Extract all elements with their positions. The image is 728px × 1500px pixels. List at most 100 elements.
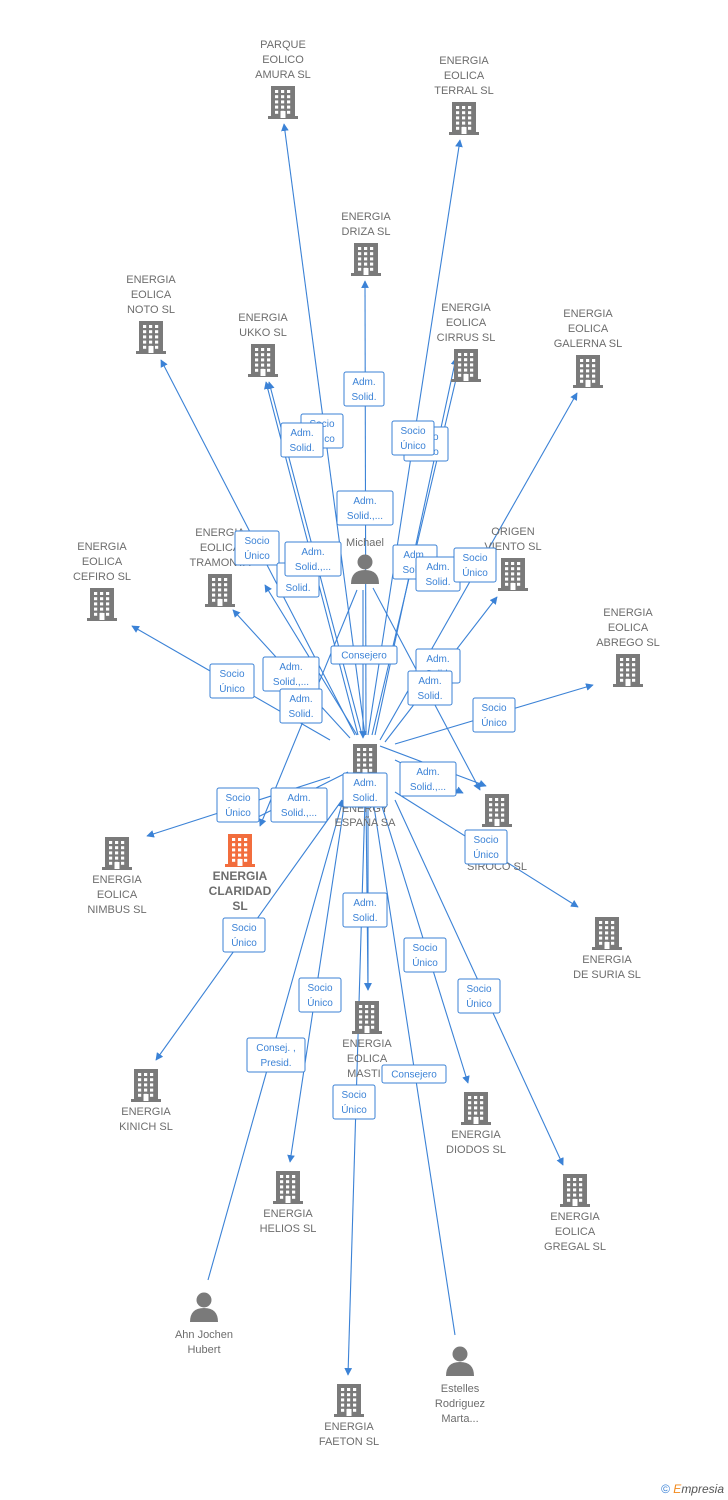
node-label: GALERNA SL [554, 338, 622, 350]
relationship-tag-text: Único [466, 997, 492, 1010]
edge-tags-layer: Adm.Solid.SocioÚnicoAdm.Solid.SocioÚnico… [209, 371, 516, 1120]
relationship-tag-text: Único [462, 566, 488, 579]
relationship-tag-text: Solid. [417, 691, 442, 702]
relationship-tag-text: Solid. [352, 913, 377, 924]
node-label: ENERGIA [77, 541, 127, 553]
relationship-tag[interactable]: Adm.Solid.,... [399, 761, 457, 797]
building-icon [482, 794, 512, 827]
node-diodos[interactable]: ENERGIA DIODOS SL [446, 1092, 506, 1156]
node-michael[interactable]: Michael [346, 537, 384, 584]
node-label: EOLICA [555, 1226, 596, 1238]
node-label: SL [232, 899, 247, 913]
relationship-tag-text: Solid. [425, 577, 450, 588]
relationship-tag-text: Socio [412, 943, 437, 954]
relationship-tag-text: Presid. [260, 1058, 291, 1069]
relationship-tag[interactable]: Adm. Solid. [415, 556, 461, 592]
relationship-tag-text: Socio [400, 426, 425, 437]
relationship-tag-text: Adm. [287, 793, 310, 804]
relationship-tag-text: Socio [219, 669, 244, 680]
node-label: EOLICA [131, 289, 172, 301]
node-label: ENERGIA [126, 274, 176, 286]
relationship-tag[interactable]: Consej. , Presid. [246, 1037, 306, 1073]
building-icon [352, 1001, 382, 1034]
brand-logo[interactable]: Empresia [673, 1482, 724, 1496]
relationship-tag[interactable]: Adm.Solid.,... [336, 490, 394, 526]
relationship-tag-text: Adm. [353, 778, 376, 789]
relationship-tag-text: Solid.,... [295, 562, 331, 573]
relationship-tag-text: Socio [462, 553, 487, 564]
relationship-tag-text: Adm. [426, 562, 449, 573]
node-label: EOLICA [444, 70, 485, 82]
relationship-tag-text: Solid. [402, 565, 427, 576]
person-icon [446, 1346, 474, 1376]
relationship-tag-text: Adm. [301, 547, 324, 558]
relationship-tag[interactable]: Adm.Solid. [343, 371, 385, 407]
node-label: ENERGIA [582, 954, 632, 966]
building-icon [334, 1384, 364, 1417]
node-label: EOLICO [262, 54, 304, 66]
node-label: ENERGIA [451, 1129, 501, 1141]
relationship-tag-text: Adm. [403, 550, 426, 561]
building-icon [205, 574, 235, 607]
relationship-tag[interactable]: Consejero [381, 1064, 447, 1084]
node-label: ABREGO SL [596, 637, 660, 649]
node-label: NIMBUS SL [87, 904, 146, 916]
relationship-tag[interactable]: Adm. Solid. [342, 772, 388, 808]
building-icon [136, 321, 166, 354]
relationship-tag[interactable]: Adm.Solid.,... [262, 656, 320, 692]
node-suria[interactable]: ENERGIA DE SURIA SL [573, 917, 641, 981]
relationship-tag-text: Consejero [391, 1070, 437, 1081]
relationship-tag-text: Único [412, 956, 438, 969]
node-label: DE SURIA SL [573, 969, 641, 981]
node-label: DRIZA SL [342, 226, 391, 238]
relationship-tag[interactable]: Adm.Solid. [280, 422, 324, 458]
relationship-tag-text: Solid. [352, 793, 377, 804]
relationship-tag-text: Consej. , [256, 1043, 295, 1054]
node-label: ENERGIA [563, 308, 613, 320]
relationship-tag[interactable]: Adm. Solid.,... [284, 541, 342, 577]
relationship-tag[interactable]: Adm.Solid. [407, 670, 453, 706]
node-label: DIODOS SL [446, 1144, 506, 1156]
node-estelles[interactable]: EstellesRodriguezMarta... [435, 1346, 485, 1426]
relationship-tag-text: Solid. [351, 392, 376, 403]
relationship-tag[interactable]: Adm.Solid. [279, 688, 323, 724]
relationship-tag[interactable]: Adm.Solid.,... [270, 787, 328, 823]
relationship-tag-text: Adm. [416, 767, 439, 778]
node-label: EOLICA [446, 317, 487, 329]
relationship-tag[interactable]: Adm.Solid. [342, 892, 388, 928]
relationship-tag[interactable]: Consejero [330, 645, 398, 665]
node-label: ENERGIA [121, 1106, 171, 1118]
